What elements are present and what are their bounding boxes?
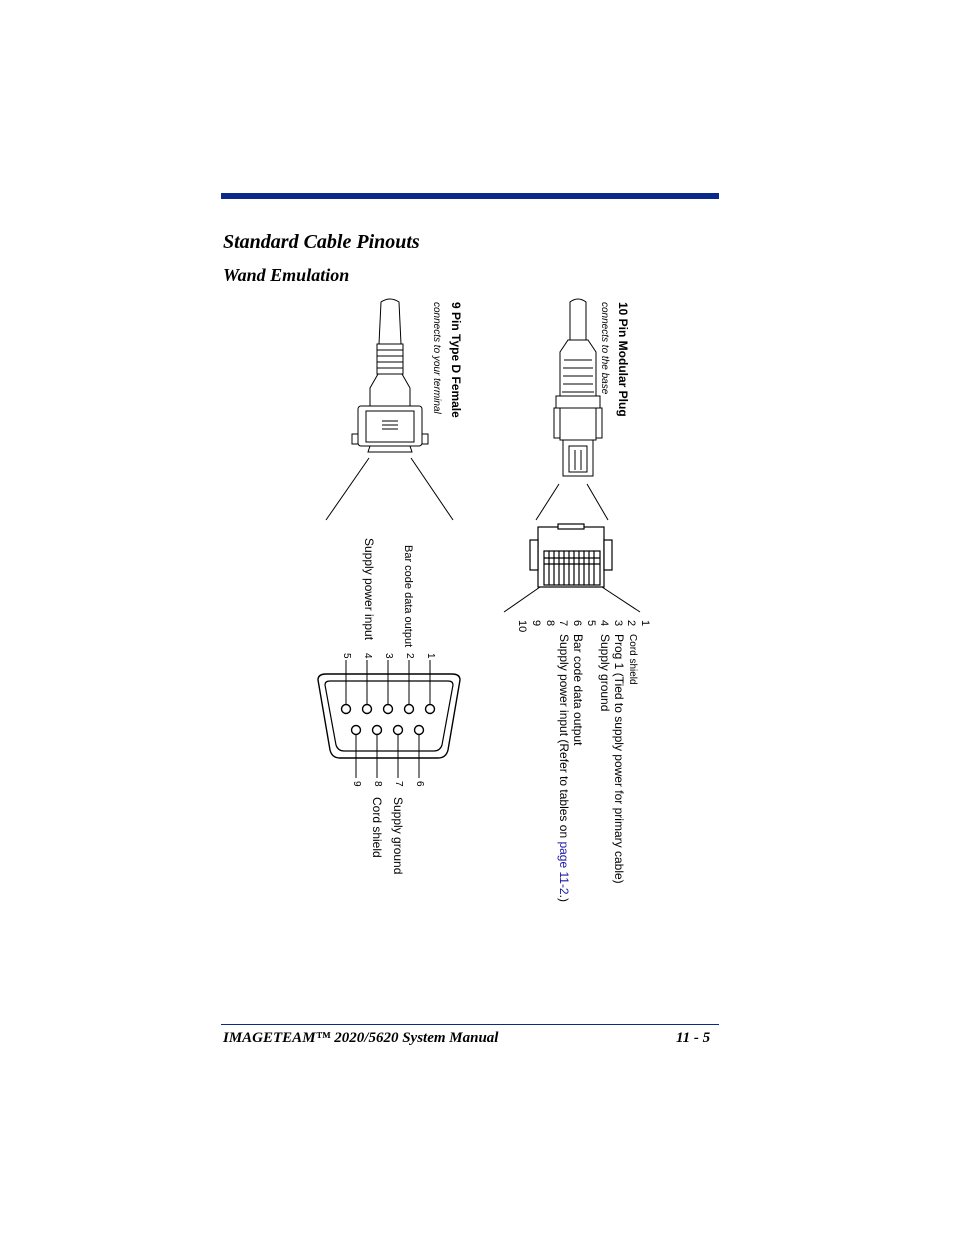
section-title: Wand Emulation bbox=[223, 265, 350, 285]
db9-pin-leaders bbox=[345, 660, 431, 778]
modular-face-leader-left bbox=[503, 586, 541, 613]
db9-label-pin8: Cord shield bbox=[370, 797, 384, 858]
modular-label-pin4: Supply ground bbox=[598, 634, 612, 711]
db9-label-pin2: Bar code data output bbox=[402, 545, 414, 647]
db9-caption: connects to your terminal bbox=[431, 302, 442, 414]
modular-label-pin2: Cord shield bbox=[627, 634, 638, 685]
modular-plug-face bbox=[529, 523, 613, 588]
db9-pin-5: 5 bbox=[341, 653, 352, 659]
db9-pin-3: 3 bbox=[383, 653, 394, 659]
modular-leader-left bbox=[535, 483, 560, 521]
page-title: Standard Cable Pinouts bbox=[223, 231, 420, 253]
footer-rule bbox=[221, 1024, 719, 1025]
db9-title: 9 Pin Type D Female bbox=[449, 302, 463, 418]
modular-pin-8: 8 bbox=[544, 620, 556, 626]
db9-pin-1: 1 bbox=[425, 653, 436, 659]
db9-pin-7: 7 bbox=[393, 781, 404, 787]
db9-pin-6: 6 bbox=[414, 781, 425, 787]
page-reference-link[interactable]: page 11-2 bbox=[557, 841, 571, 894]
db9-label-pin7: Supply ground bbox=[391, 797, 405, 874]
db9-pin-4: 4 bbox=[362, 653, 373, 659]
modular-label-pin3: Prog 1 (Tied to supply power for primary… bbox=[612, 634, 626, 884]
modular-label-pin7: Supply power input (Refer to tables on p… bbox=[557, 634, 571, 902]
db9-pin-8: 8 bbox=[372, 781, 383, 787]
db9-shell bbox=[317, 673, 461, 759]
footer-manual-title: IMAGETEAM™ 2020/5620 System Manual bbox=[223, 1030, 499, 1046]
modular-label-pin6: Bar code data output bbox=[571, 634, 585, 746]
db9-cable-drawing bbox=[351, 298, 429, 453]
modular-label-pin7-suffix: .) bbox=[557, 895, 571, 902]
modular-leader-right bbox=[586, 483, 609, 521]
modular-title: 10 Pin Modular Plug bbox=[616, 302, 630, 417]
modular-label-pin7-text: Supply power input (Refer to tables on bbox=[557, 634, 571, 841]
modular-pin-6: 6 bbox=[571, 620, 583, 626]
modular-plug-drawing bbox=[553, 298, 603, 477]
db9-label-pin5: Supply power input bbox=[362, 538, 376, 641]
modular-pin-9: 9 bbox=[530, 620, 542, 626]
modular-face-leader-right bbox=[601, 586, 641, 613]
modular-pin-5: 5 bbox=[585, 620, 597, 626]
modular-caption: connects to the base bbox=[599, 302, 610, 395]
db9-leader-right bbox=[410, 457, 454, 521]
db9-pin-2: 2 bbox=[404, 653, 415, 659]
db9-bottom-pin-holes bbox=[350, 724, 425, 736]
db9-top-pin-holes bbox=[340, 703, 436, 715]
modular-pin-3: 3 bbox=[612, 620, 624, 626]
db9-shell-inner bbox=[324, 680, 454, 752]
modular-pin-7: 7 bbox=[557, 620, 569, 626]
modular-pin-4: 4 bbox=[598, 620, 610, 626]
modular-pin-2: 2 bbox=[625, 620, 637, 626]
db9-pin-9: 9 bbox=[351, 781, 362, 787]
header-rule bbox=[221, 193, 719, 199]
modular-pin-10: 10 bbox=[516, 620, 528, 632]
db9-leader-left bbox=[325, 457, 370, 521]
modular-pin-1: 1 bbox=[639, 620, 651, 626]
footer-page-number: 11 - 5 bbox=[676, 1030, 711, 1046]
